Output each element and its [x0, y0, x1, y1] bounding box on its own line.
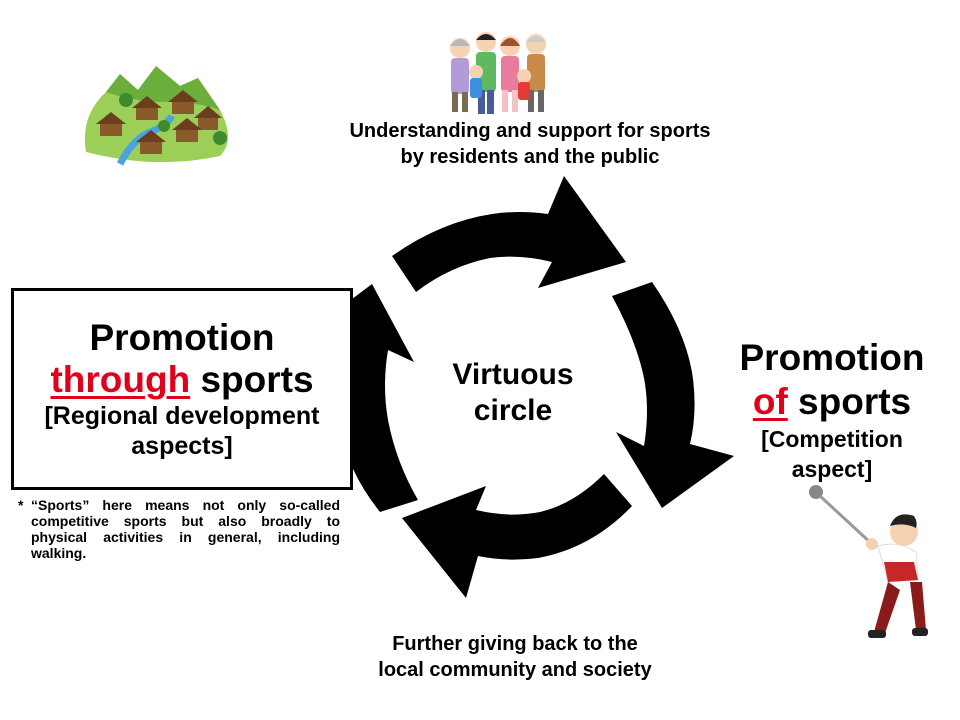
- top-label-line1: Understanding and support for sports: [349, 120, 711, 142]
- arrow-top: [392, 176, 626, 292]
- right-block-title-rest: sports: [787, 381, 912, 422]
- top-label-line2: by residents and the public: [400, 146, 660, 168]
- arrow-right: [612, 282, 734, 508]
- bottom-label-line2: local community and society: [378, 659, 652, 681]
- bottom-label: Further giving back to the local communi…: [300, 631, 730, 683]
- top-label: Understanding and support for sports by …: [290, 118, 770, 170]
- footnote-text: “Sports” here means not only so-called c…: [31, 497, 340, 561]
- footnote-star: *: [18, 497, 24, 513]
- center-label-line2: circle: [473, 394, 553, 427]
- right-block-title-line2: of sports: [722, 380, 942, 424]
- center-label-line1: Virtuous: [452, 358, 574, 391]
- center-label: Virtuous circle: [423, 357, 603, 429]
- right-block-sub-line2: aspect]: [791, 456, 873, 482]
- bottom-label-line1: Further giving back to the: [392, 633, 638, 655]
- arrow-bottom: [402, 474, 632, 598]
- family-icon: [450, 32, 546, 114]
- village-icon: [84, 66, 228, 166]
- left-box-title-rest: sports: [190, 359, 314, 400]
- right-block-highlight: of: [752, 381, 788, 422]
- left-box-highlight: through: [50, 359, 191, 400]
- right-block: Promotion of sports [Competition aspect]: [722, 336, 942, 484]
- right-block-title-line1: Promotion: [739, 337, 925, 378]
- left-box-sub-line2: aspects]: [131, 432, 233, 460]
- left-box: Promotion through sports [Regional devel…: [11, 288, 353, 490]
- left-box-title-line2: through sports: [14, 359, 350, 401]
- footnote: * “Sports” here means not only so-called…: [18, 497, 340, 561]
- hammer-thrower-icon: [809, 485, 928, 638]
- left-box-title-line1: Promotion: [89, 317, 275, 358]
- left-box-sub-line1: [Regional development: [44, 402, 320, 430]
- right-block-sub-line1: [Competition: [761, 426, 903, 452]
